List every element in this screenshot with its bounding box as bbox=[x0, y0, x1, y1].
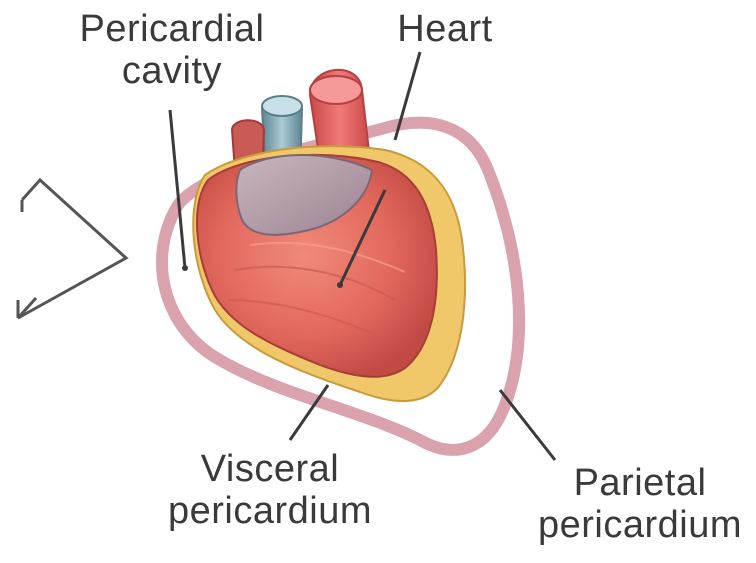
pulmonary-vessel-opening bbox=[262, 96, 302, 116]
leader-parietal bbox=[500, 390, 555, 460]
label-line: Visceral bbox=[140, 448, 400, 490]
label-line: pericardium bbox=[140, 490, 400, 532]
label-line: pericardium bbox=[510, 504, 756, 546]
label-line: Pericardial bbox=[52, 8, 292, 50]
leader-dot-cavity bbox=[182, 265, 188, 271]
label-heart: Heart bbox=[380, 8, 510, 50]
label-visceral-pericardium: Visceral pericardium bbox=[140, 448, 400, 532]
aorta-opening bbox=[310, 76, 362, 104]
zigzag-marker bbox=[18, 180, 126, 318]
label-line: cavity bbox=[52, 50, 292, 92]
label-line: Parietal bbox=[510, 462, 756, 504]
label-parietal-pericardium: Parietal pericardium bbox=[510, 462, 756, 546]
leader-dot-heart bbox=[337, 282, 343, 288]
label-pericardial-cavity: Pericardial cavity bbox=[52, 8, 292, 92]
label-line: Heart bbox=[380, 8, 510, 50]
